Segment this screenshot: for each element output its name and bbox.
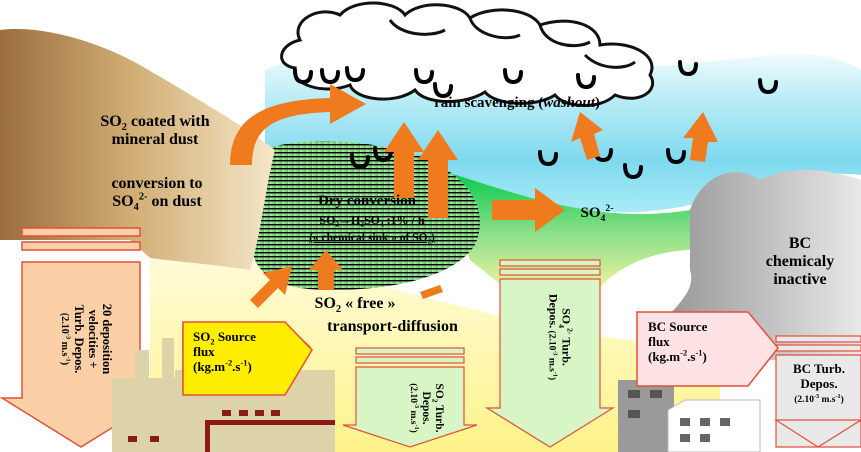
dry-conversion-formula: SO₂→H₂SO₄ :1% / h xyxy=(319,213,425,227)
bc-turb-arrow xyxy=(773,335,861,448)
up-arrow-icon xyxy=(384,122,424,198)
cloud-icon xyxy=(280,1,654,107)
conversion-dust-label: conversion to SO42- on dust xyxy=(111,175,203,214)
rain-drops-icon xyxy=(293,60,778,180)
bc-source-box xyxy=(636,311,779,387)
up-arrow-icon xyxy=(250,266,292,308)
so4-turb-arrow xyxy=(484,259,616,448)
bc-inactive-label: BC chemicaly inactive xyxy=(765,235,835,288)
up-arrow-icon xyxy=(418,130,458,218)
so2-source-flux-label: SO2 Source flux (kg.m-2.s-1) xyxy=(193,329,256,374)
so2-turb-arrow xyxy=(342,347,478,448)
transport-diffusion-label: transport-diffusion xyxy=(327,318,458,335)
so2-turb-depos-label: SO2 Turb. Depos. (2.10-3 m.s-1) xyxy=(407,383,445,433)
up-arrow-icon xyxy=(683,112,718,162)
curved-arrow-icon xyxy=(230,84,366,165)
bc-turb-depos-label: BC Turb. Depos. (2.10-3 m.s-1) xyxy=(792,361,846,406)
so4-label: SO42- xyxy=(580,203,614,224)
so2-free-label: SO2 « free » xyxy=(314,295,396,316)
buildings-icon xyxy=(618,380,761,452)
right-arrow-icon xyxy=(492,188,565,232)
dry-conversion-title: Dry conversion xyxy=(318,193,416,209)
orange-arrows xyxy=(230,84,718,308)
deposition-velocities-label: 20 deposition velocities + Turb. Depos. … xyxy=(58,303,114,375)
rain-scavenging-label: rain scavenging (washout) xyxy=(434,95,600,111)
small-dash-icon xyxy=(420,285,443,299)
dry-conversion-band xyxy=(251,141,480,290)
up-arrow-icon xyxy=(571,112,603,160)
so2-coated-label: SO2 coated with mineral dust xyxy=(100,113,210,148)
bc-source-flux-label: BC Source flux (kg.m-2.s-1) xyxy=(648,319,708,364)
up-arrow-icon xyxy=(309,250,343,290)
so4-turb-depos-label: SO42- Turb. Depos. (2.10-3 m.s-1) xyxy=(546,293,575,381)
dust-plume xyxy=(0,29,275,270)
chemical-sink-label: (« chemical sink » of SO₂) xyxy=(309,232,435,244)
